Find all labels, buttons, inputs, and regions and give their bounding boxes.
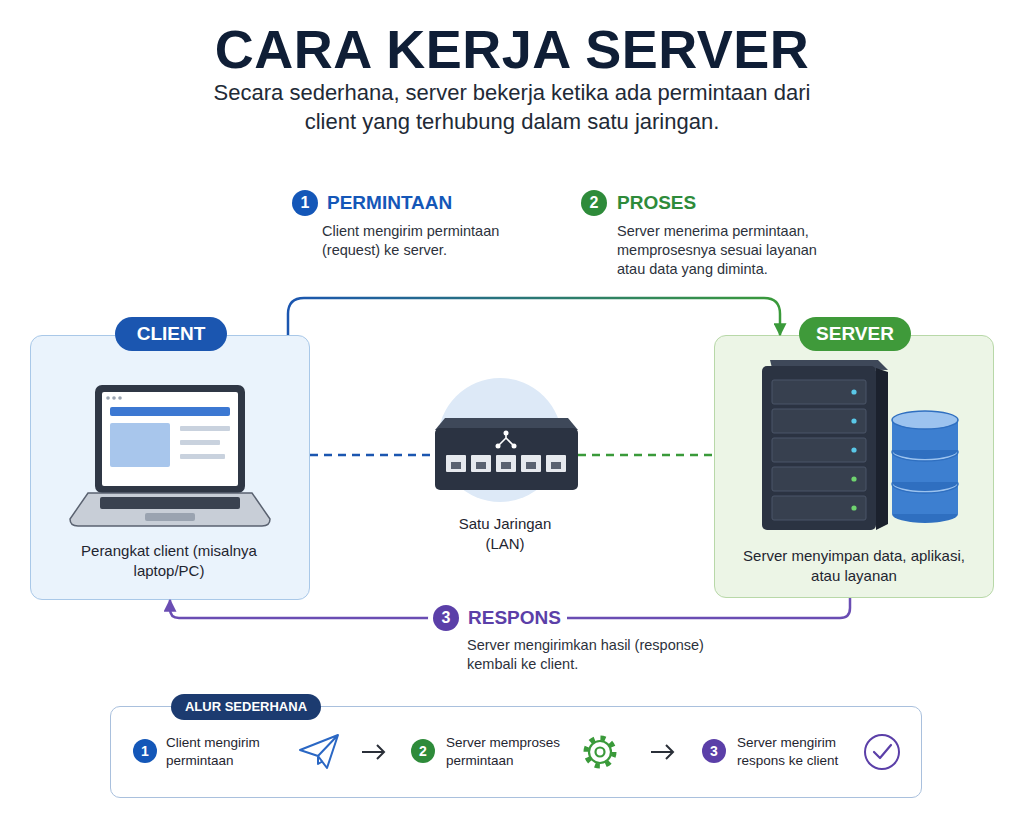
network-node: Satu Jaringan (LAN) bbox=[432, 378, 578, 554]
flow-arrow bbox=[651, 745, 673, 759]
box-text: Server menyimpan data, aplikasi, atau la… bbox=[743, 546, 965, 586]
box-heading-pill: SERVER bbox=[799, 317, 911, 351]
step-description: Client mengirim permintaan (request) ke … bbox=[322, 222, 537, 260]
flow-step-text: Client mengirim permintaan bbox=[166, 734, 291, 770]
paper-plane-icon bbox=[300, 735, 338, 768]
network-link bbox=[578, 454, 714, 457]
laptop-illustration bbox=[70, 385, 270, 526]
flow-arrow bbox=[362, 745, 384, 759]
callout-number: 1 bbox=[133, 739, 157, 763]
network-switch-illustration bbox=[435, 418, 578, 490]
network-circle-shape bbox=[438, 378, 562, 502]
database-illustration bbox=[892, 411, 958, 523]
callout-number: 3 bbox=[702, 739, 726, 763]
client-box: CLIENTPerangkat client (misalnya laptop/… bbox=[30, 335, 310, 600]
server-box: SERVERServer menyimpan data, aplikasi, a… bbox=[714, 335, 994, 598]
network-label: Satu Jaringan (LAN) bbox=[442, 514, 568, 554]
callout-number: 2 bbox=[581, 190, 607, 216]
request-arrow bbox=[288, 298, 780, 335]
flow-step-text: Server memproses permintaan bbox=[446, 734, 578, 770]
step-heading: RESPONS bbox=[462, 606, 567, 630]
step-description: Server menerima permintaan, memprosesnya… bbox=[617, 222, 845, 279]
check-icon bbox=[865, 735, 899, 769]
flow-heading-tab: ALUR SEDERHANA bbox=[171, 694, 321, 720]
diagram-title: CARA KERJA SERVER bbox=[0, 18, 1024, 80]
server-tower-illustration bbox=[762, 360, 888, 530]
network-link bbox=[310, 454, 432, 457]
callout-number: 3 bbox=[433, 605, 459, 631]
step-heading: PROSES bbox=[617, 191, 696, 215]
box-heading-pill: CLIENT bbox=[115, 317, 227, 351]
callout-number: 2 bbox=[411, 739, 435, 763]
step-description: Server mengirimkan hasil (response) kemb… bbox=[467, 636, 745, 674]
subtitle: Secara sederhana, server bekerja ketika … bbox=[212, 78, 812, 136]
flow-step-text: Server mengirim respons ke client bbox=[737, 734, 857, 770]
gear-icon bbox=[586, 738, 614, 766]
box-text: Perangkat client (misalnya laptop/PC) bbox=[69, 541, 269, 581]
step-heading: PERMINTAAN bbox=[327, 191, 452, 215]
callout-number: 1 bbox=[292, 190, 318, 216]
flow-box: ALUR SEDERHANAClient mengirim permintaan… bbox=[110, 706, 922, 798]
